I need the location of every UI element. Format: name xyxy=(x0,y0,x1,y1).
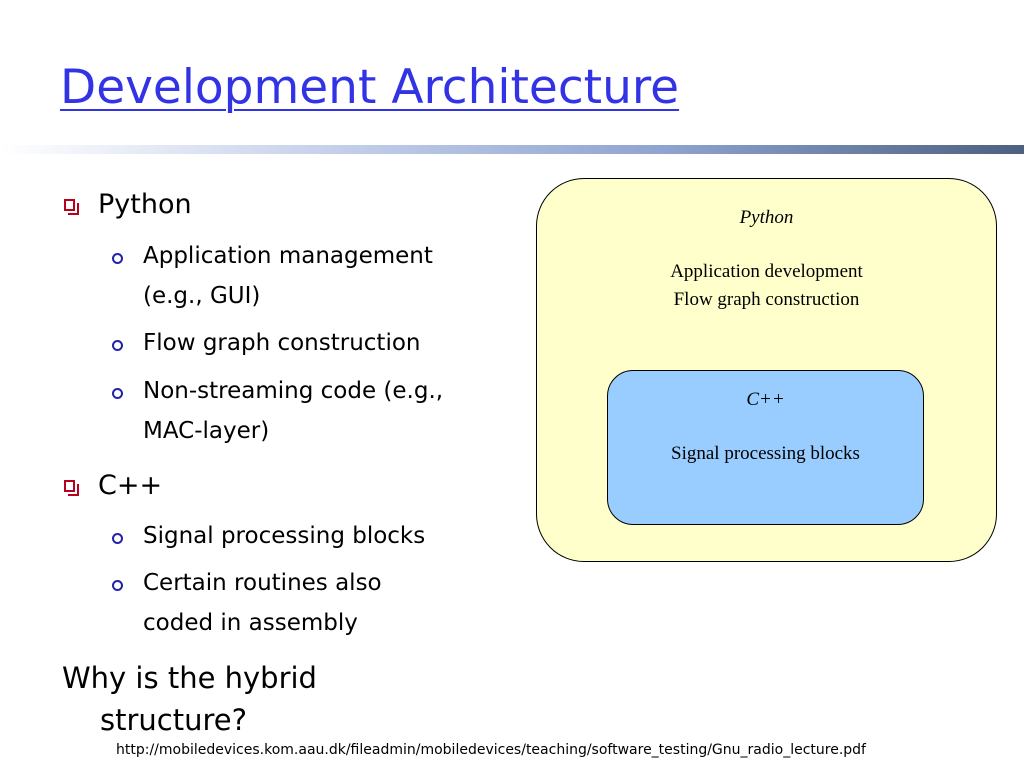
sub-bullet-line: MAC-layer) xyxy=(143,418,270,444)
bullet-label: C++ xyxy=(98,470,163,501)
sub-bullet-line: Non-streaming code (e.g., xyxy=(143,378,444,404)
question-line: structure? xyxy=(100,703,247,737)
title-divider xyxy=(0,145,1024,154)
cpp-layer-line: Signal processing blocks xyxy=(671,443,860,464)
cpp-layer-box xyxy=(607,370,924,525)
cpp-layer-heading: C++ xyxy=(746,389,785,410)
python-layer-heading: Python xyxy=(739,207,794,228)
sub-bullet-line: coded in assembly xyxy=(143,610,358,636)
circle-bullet-icon xyxy=(112,340,123,351)
question-text: Why is the hybrid structure? xyxy=(62,657,317,741)
sub-bullet-line: Certain routines also xyxy=(143,570,382,596)
square-bullet-icon xyxy=(64,480,79,496)
slide-title: Development Architecture xyxy=(60,60,680,115)
sub-bullet-line: Signal processing blocks xyxy=(143,523,426,549)
circle-bullet-icon xyxy=(112,388,123,399)
sub-bullet-line: (e.g., GUI) xyxy=(143,283,261,309)
bullet-label: Python xyxy=(98,189,192,220)
circle-bullet-icon xyxy=(112,253,123,264)
source-url[interactable]: http://mobiledevices.kom.aau.dk/fileadmi… xyxy=(116,742,866,758)
circle-bullet-icon xyxy=(112,533,123,544)
question-line: Why is the hybrid xyxy=(62,661,317,695)
python-layer-line: Flow graph construction xyxy=(673,289,860,310)
sub-bullet-line: Application management xyxy=(143,243,433,269)
python-layer-line: Application development xyxy=(670,261,863,282)
sub-bullet-line: Flow graph construction xyxy=(143,330,421,356)
circle-bullet-icon xyxy=(112,580,123,591)
square-bullet-icon xyxy=(64,199,79,215)
